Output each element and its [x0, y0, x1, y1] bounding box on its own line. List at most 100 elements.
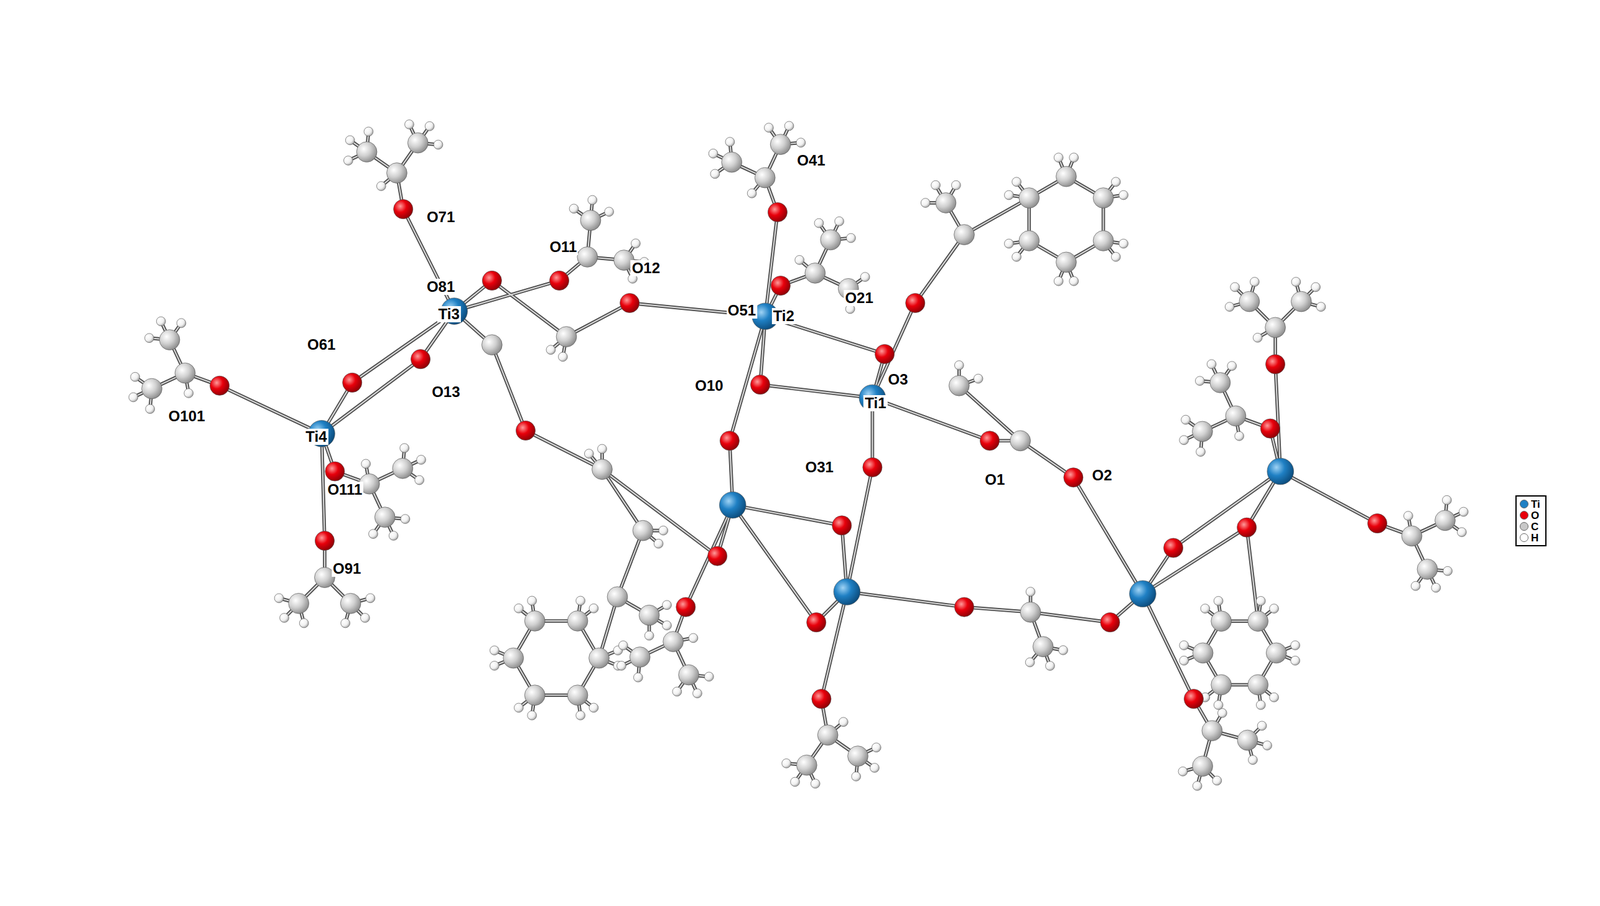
- atom-ball: [584, 449, 594, 459]
- bond-highlight: [1142, 593, 1194, 699]
- atom-ball: [1004, 238, 1014, 249]
- atom-ball: [388, 531, 399, 541]
- atom-ball: [546, 345, 556, 355]
- atom-ball: [361, 459, 371, 469]
- atom-ball: [209, 375, 229, 396]
- atom-ball: [569, 204, 579, 214]
- atom-ball: [1195, 376, 1205, 386]
- legend-text: H: [1530, 532, 1539, 544]
- atom-ball: [1247, 674, 1269, 695]
- atom-ball: [905, 293, 926, 313]
- atom-ball: [1196, 447, 1206, 457]
- atom-ball: [340, 618, 351, 628]
- bond-highlight: [1030, 612, 1111, 623]
- atom-ball: [806, 612, 827, 633]
- bond-stick: [321, 433, 325, 541]
- atom-ball: [1004, 190, 1014, 200]
- atom-label: O31: [803, 459, 835, 476]
- atom-ball: [810, 778, 820, 789]
- atom-ball: [838, 717, 848, 727]
- atom-ball: [754, 167, 776, 188]
- atom-ball: [1252, 332, 1263, 343]
- atom-ball: [513, 702, 524, 713]
- bond-stick: [765, 212, 778, 317]
- atom-ball: [973, 373, 983, 384]
- atom-ball: [1265, 642, 1287, 664]
- atom-ball: [1192, 421, 1214, 442]
- atom-ball: [503, 647, 524, 669]
- legend-text: C: [1530, 521, 1539, 532]
- atom-ball: [693, 688, 703, 698]
- atom-ball: [770, 276, 791, 296]
- legend-text: O: [1530, 510, 1540, 521]
- atom-ball: [784, 121, 794, 131]
- atom-ball: [144, 333, 155, 343]
- bond-stick: [321, 358, 421, 434]
- bond-highlight: [1073, 477, 1143, 594]
- bond-highlight: [1246, 527, 1258, 622]
- atom-ball: [644, 630, 654, 641]
- atom-ball: [1217, 707, 1227, 718]
- atom-ball: [577, 246, 598, 268]
- atom-ball: [1045, 661, 1056, 671]
- atom-ball: [860, 272, 870, 282]
- atom-ball: [392, 457, 414, 479]
- atom-label: O101: [167, 408, 207, 425]
- bond-stick: [872, 302, 916, 398]
- atom-ball: [1178, 766, 1188, 776]
- legend-text: Ti: [1530, 498, 1541, 510]
- atom-ball: [1255, 700, 1266, 710]
- atom-ball: [393, 199, 414, 219]
- legend-swatch: [1519, 499, 1529, 509]
- atom-ball: [343, 156, 353, 166]
- atom-ball: [482, 270, 502, 290]
- atom-ball: [1234, 431, 1245, 441]
- atom-ball: [376, 181, 386, 191]
- atom-ball: [365, 593, 376, 603]
- atom-ball: [580, 210, 601, 231]
- atom-ball: [1443, 566, 1453, 576]
- legend-swatch: [1519, 521, 1529, 531]
- bond-highlight: [765, 212, 778, 317]
- atom-ball: [356, 141, 377, 163]
- bond-stick: [1173, 471, 1281, 549]
- atom-ball: [851, 771, 861, 781]
- atom-ball: [1192, 642, 1214, 664]
- atom-ball: [481, 334, 503, 356]
- atom-ball: [589, 603, 599, 613]
- bond-stick: [964, 197, 1029, 235]
- bond-highlight: [1280, 471, 1378, 524]
- atom-ball: [920, 198, 931, 208]
- atom-ball: [145, 404, 155, 414]
- bond-highlight: [872, 302, 916, 398]
- atom-ball: [1410, 581, 1421, 591]
- bond-stick: [846, 591, 965, 608]
- atom-ball: [368, 529, 379, 539]
- bond-stick: [219, 385, 322, 434]
- atom-label: O71: [425, 209, 456, 226]
- atom-ball: [1291, 277, 1301, 287]
- atom-ball: [1401, 525, 1423, 547]
- atom-ball: [678, 664, 700, 685]
- atom-label: O51: [726, 302, 758, 319]
- atom-ball: [1209, 372, 1231, 394]
- atom-ball: [750, 375, 770, 395]
- atom-ball: [1179, 640, 1189, 651]
- atom-ball: [1290, 655, 1301, 666]
- atom-ball: [1100, 612, 1120, 633]
- atom-ball: [604, 207, 614, 217]
- atom-ball: [1249, 277, 1260, 287]
- atom-ball: [707, 546, 728, 566]
- atom-label: O61: [306, 336, 337, 353]
- bond-stick: [821, 591, 847, 699]
- atom-ball: [400, 514, 410, 524]
- atom-ball: [1458, 506, 1469, 517]
- atom-ball: [653, 538, 664, 549]
- atom-ball: [1417, 558, 1438, 580]
- atom-ball: [763, 123, 774, 133]
- atom-ball: [386, 162, 408, 184]
- atom-ball: [1069, 153, 1079, 163]
- bond-highlight: [915, 234, 965, 303]
- bond-stick: [1142, 593, 1194, 699]
